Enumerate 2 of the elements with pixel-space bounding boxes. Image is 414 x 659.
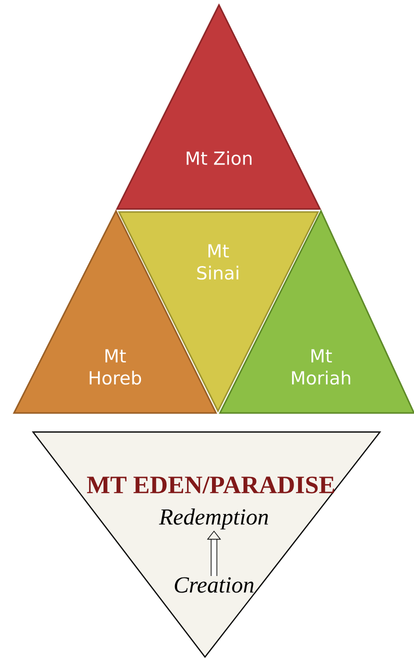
italic-label: Redemption — [158, 508, 268, 530]
italic-label: Creation — [174, 577, 254, 593]
